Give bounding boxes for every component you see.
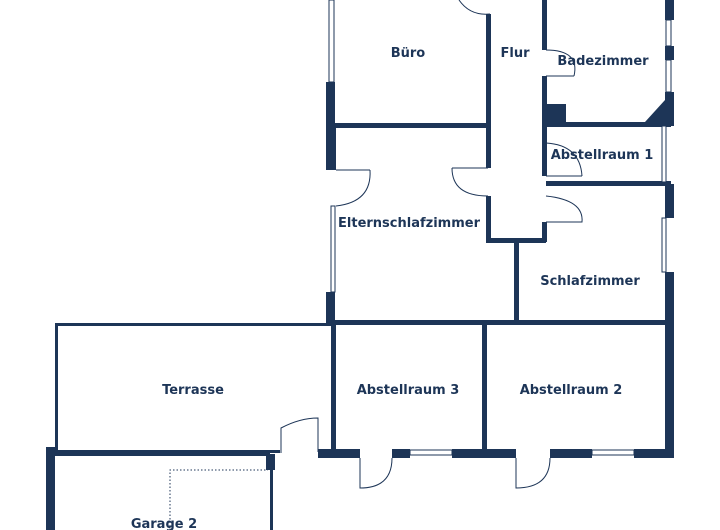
room-labels: Büro Flur Badezimmer Abstellraum 1 Elter… [131, 46, 653, 530]
room-label-schlafzimmer: Schlafzimmer [540, 274, 640, 289]
wall-segment [331, 320, 336, 458]
wall-segment [266, 454, 275, 470]
walls [46, 0, 674, 530]
window [665, 59, 672, 93]
room-label-elternschlafzimmer: Elternschlafzimmer [338, 216, 481, 231]
wall-segment [55, 450, 280, 453]
room-label-abstellraum-1: Abstellraum 1 [551, 148, 654, 163]
wall-segment [452, 449, 516, 458]
wall-segment [331, 320, 671, 325]
wall-segment [645, 100, 665, 122]
wall-segment [486, 128, 491, 168]
wall-segment [665, 92, 674, 126]
wall-segment [665, 46, 674, 60]
room-label-badezimmer: Badezimmer [557, 54, 649, 69]
wall-segment [55, 453, 270, 456]
wall-segment [665, 184, 674, 218]
wall-segment [318, 449, 360, 458]
wall-segment [546, 181, 671, 186]
door [458, 0, 491, 15]
wall-segment [55, 323, 58, 453]
wall-segment [482, 320, 487, 458]
wall-segment [486, 196, 491, 242]
door [359, 457, 393, 489]
wall-segment [542, 222, 547, 242]
wall-segment [546, 104, 566, 124]
door [335, 169, 371, 207]
window [661, 217, 667, 273]
room-label-terrasse: Terrasse [162, 383, 224, 398]
door [280, 417, 319, 453]
door [545, 142, 583, 177]
wall-segment [55, 323, 335, 326]
doors [280, 0, 583, 489]
wall-segment [326, 82, 335, 170]
window [409, 449, 453, 456]
room-label-abstellraum-3: Abstellraum 3 [357, 383, 460, 398]
wall-segment [486, 14, 491, 128]
wall-segment [542, 76, 547, 176]
wall-segment [550, 449, 592, 458]
wall-segment [542, 0, 547, 50]
wall-segment [546, 122, 671, 127]
wall-segment [665, 272, 674, 458]
wall-segment [514, 238, 519, 324]
wall-segment [392, 449, 410, 458]
wall-segment [46, 447, 55, 530]
window [330, 205, 336, 293]
wall-segment [634, 449, 674, 458]
wall-segment [665, 0, 674, 20]
garage-dotted-line [169, 469, 268, 530]
door [451, 167, 489, 197]
windows [328, 0, 672, 456]
door [545, 49, 576, 77]
window [661, 125, 667, 183]
window [665, 19, 672, 47]
window [328, 0, 335, 83]
door [545, 195, 583, 223]
room-label-buero: Büro [391, 46, 426, 61]
room-label-abstellraum-2: Abstellraum 2 [520, 383, 623, 398]
room-label-garage-2: Garage 2 [131, 517, 197, 530]
wall-segment [270, 470, 273, 530]
wall-segment [326, 292, 335, 324]
door [515, 457, 551, 489]
room-label-flur: Flur [500, 46, 530, 61]
wall-segment [331, 128, 336, 170]
wall-segment [331, 123, 491, 128]
window [591, 449, 635, 456]
